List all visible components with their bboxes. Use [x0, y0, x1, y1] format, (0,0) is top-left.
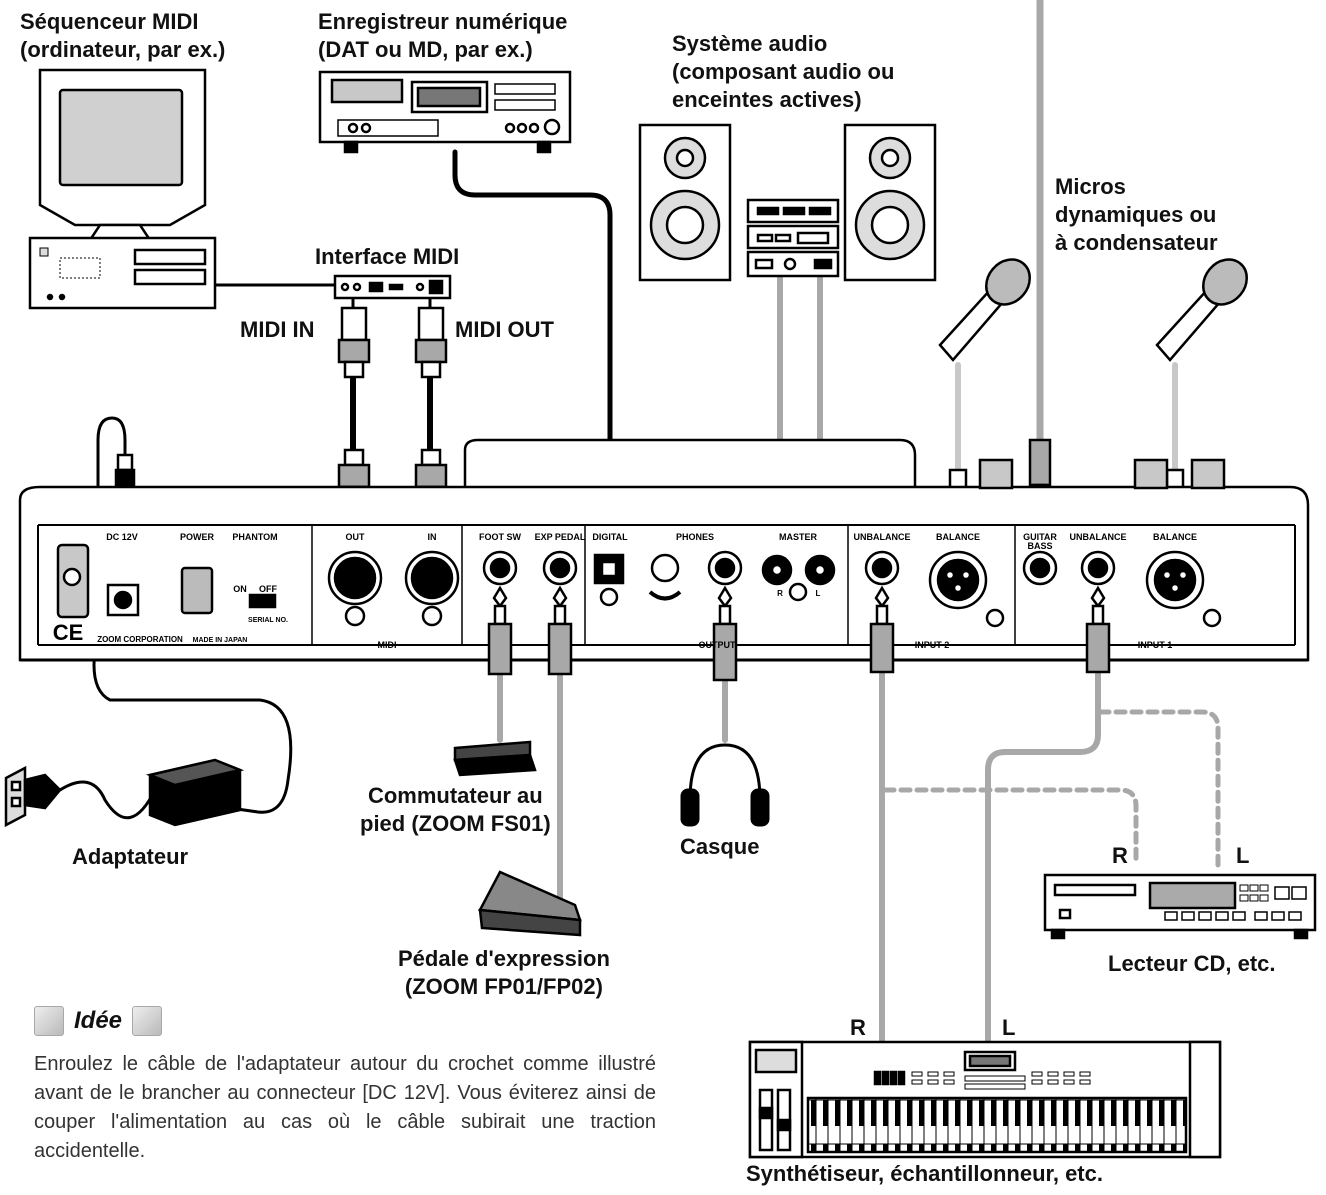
label-footswitch: Commutateur au pied (ZOOM FS01)	[360, 782, 551, 838]
tip-icon	[132, 1006, 163, 1036]
footswitch-icon	[453, 740, 537, 777]
label-audio-system-line2: (composant audio ou	[672, 59, 895, 84]
label-input2-group: INPUT 2	[915, 640, 950, 650]
label-midi-in: MIDI IN	[240, 317, 315, 342]
label-output-group: OUTPUT	[699, 640, 737, 650]
label-cd-l: L	[1236, 843, 1250, 868]
label-midi-out: MIDI OUT	[455, 317, 554, 342]
label-midi-sequencer-line2: (ordinateur, par ex.)	[20, 37, 226, 62]
label-midi-in: IN	[428, 532, 437, 542]
label-cd-player: Lecteur CD, etc.	[1108, 951, 1276, 976]
label-dc12v: DC 12V	[106, 532, 138, 542]
device-rear-panel	[18, 438, 1310, 662]
tip-header: Idée	[34, 1004, 656, 1038]
label-bass: BASS	[1027, 541, 1052, 551]
label-adapter: Adaptateur	[72, 844, 189, 869]
label-brand: ZOOM CORPORATION	[97, 635, 183, 644]
microphone-icon	[1155, 258, 1248, 362]
panel-text: DC 12V POWER PHANTOM ON OFF SERIAL NO. Z…	[53, 532, 1197, 650]
label-master-r: R	[777, 589, 783, 598]
label-foot-sw: FOOT SW	[479, 532, 521, 542]
label-midi-out: OUT	[346, 532, 366, 542]
label-phones: PHONES	[676, 532, 714, 542]
cd-l-cable	[1097, 709, 1221, 868]
label-on: ON	[233, 584, 247, 594]
label-footswitch-line2: pied (ZOOM FS01)	[360, 811, 551, 836]
headphones-icon	[680, 743, 770, 827]
label-synth-l: L	[1002, 1015, 1016, 1040]
speaker-icon	[843, 123, 937, 282]
amplifier-icon	[746, 198, 840, 278]
jack-plugs-below	[487, 585, 1111, 682]
keyboard-synth-icon	[748, 1040, 1222, 1159]
label-exp-pedal: EXP PEDAL	[535, 532, 586, 542]
label-input1-group: INPUT 1	[1138, 640, 1173, 650]
label-unbalance-2: UNBALANCE	[854, 532, 911, 542]
ac-adapter-icon	[145, 758, 245, 827]
power-plug-icon	[4, 765, 62, 828]
label-balance-2: BALANCE	[936, 532, 980, 542]
tip-icon	[34, 1006, 64, 1036]
label-digital-recorder-line2: (DAT ou MD, par ex.)	[318, 37, 533, 62]
label-off: OFF	[259, 584, 277, 594]
label-balance-1: BALANCE	[1153, 532, 1197, 542]
label-midi-group: MIDI	[378, 640, 397, 650]
tip-body: Enroulez le câble de l'adaptateur autour…	[34, 1053, 656, 1162]
label-power: POWER	[180, 532, 215, 542]
dat-recorder-icon	[318, 70, 572, 154]
label-made-in: MADE IN JAPAN	[193, 637, 248, 644]
panel-components	[56, 543, 1222, 628]
label-audio-system-line3: enceintes actives)	[672, 87, 862, 112]
label-audio-system-line1: Système audio	[672, 31, 828, 56]
label-microphones: Micros dynamiques ou à condensateur	[1055, 173, 1218, 257]
digital-cable	[452, 149, 613, 448]
label-synth-r: R	[850, 1015, 866, 1040]
tip-box: Idée Enroulez le câble de l'adaptateur a…	[34, 1004, 656, 1166]
label-synth: Synthétiseur, échantillonneur, etc.	[746, 1161, 1103, 1186]
label-digital: DIGITAL	[592, 532, 628, 542]
label-master: MASTER	[779, 532, 818, 542]
label-microphones-line2: dynamiques ou	[1055, 202, 1217, 227]
expression-pedal-icon	[478, 870, 582, 937]
label-cd-r: R	[1112, 843, 1128, 868]
label-serial: SERIAL NO.	[248, 617, 288, 624]
label-digital-recorder: Enregistreur numérique (DAT ou MD, par e…	[318, 8, 567, 64]
label-unbalance-1: UNBALANCE	[1070, 532, 1127, 542]
speaker-icon	[638, 123, 732, 282]
synth-l-cable	[985, 669, 1101, 1045]
label-microphones-line1: Micros	[1055, 174, 1126, 199]
label-audio-system: Système audio (composant audio ou encein…	[672, 30, 894, 114]
label-guitar: GUITAR	[1023, 532, 1057, 542]
midi-plugs-upper	[337, 306, 448, 379]
label-microphones-line3: à condensateur	[1055, 230, 1218, 255]
label-midi-sequencer: Séquenceur MIDI (ordinateur, par ex.)	[20, 8, 225, 64]
label-phantom: PHANTOM	[232, 532, 277, 542]
label-footswitch-line1: Commutateur au	[367, 783, 543, 808]
label-midi-interface: Interface MIDI	[315, 244, 460, 269]
label-digital-recorder-line1: Enregistreur numérique	[318, 9, 568, 34]
ce-mark: CE	[53, 620, 84, 645]
cd-player-icon	[1043, 873, 1317, 940]
label-master-l: L	[816, 589, 821, 598]
tip-title: Idée	[74, 1007, 123, 1034]
microphone-icon	[938, 258, 1031, 362]
adapter-cable-plug	[58, 780, 157, 820]
label-midi-sequencer-line1: Séquenceur MIDI	[20, 9, 199, 34]
label-expression-pedal: Pédale d'expression (ZOOM FP01/FP02)	[398, 945, 610, 1001]
label-expression-pedal-line1: Pédale d'expression	[398, 946, 610, 971]
cd-r-cable	[882, 787, 1139, 868]
label-headphones: Casque	[680, 834, 760, 859]
label-expression-pedal-line2: (ZOOM FP01/FP02)	[404, 974, 603, 999]
computer-icon	[28, 68, 217, 310]
midi-interface-icon	[333, 274, 452, 308]
